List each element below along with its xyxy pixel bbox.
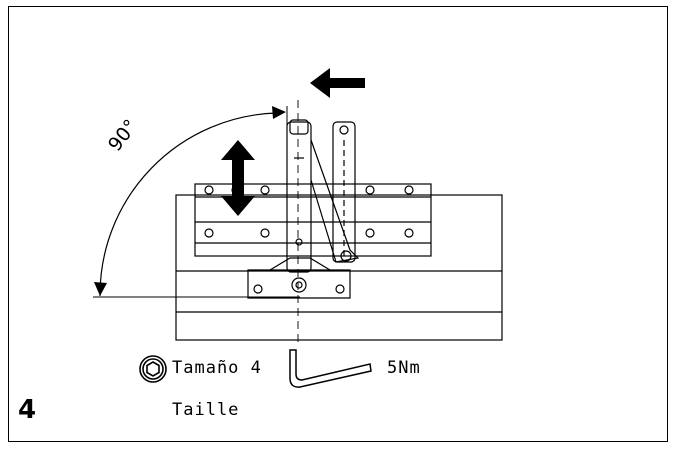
allen-key-icon [289,349,372,388]
door-profile [175,194,503,341]
closer-arm [286,121,312,273]
move-left-arrow-icon [310,68,365,98]
hex-socket-icon [139,355,167,383]
bracket-base [247,269,351,299]
torque-label: 5Nm [387,358,421,378]
angle-arc [99,112,278,297]
mounting-plate [194,183,432,257]
size-label-es: Tamaño 4 [172,358,262,378]
arm-original-position [332,121,356,263]
diagram-frame [8,6,668,442]
step-number: 4 [18,395,37,425]
size-label-fr: Taille [172,400,240,420]
up-down-arrow-icon [221,140,255,216]
